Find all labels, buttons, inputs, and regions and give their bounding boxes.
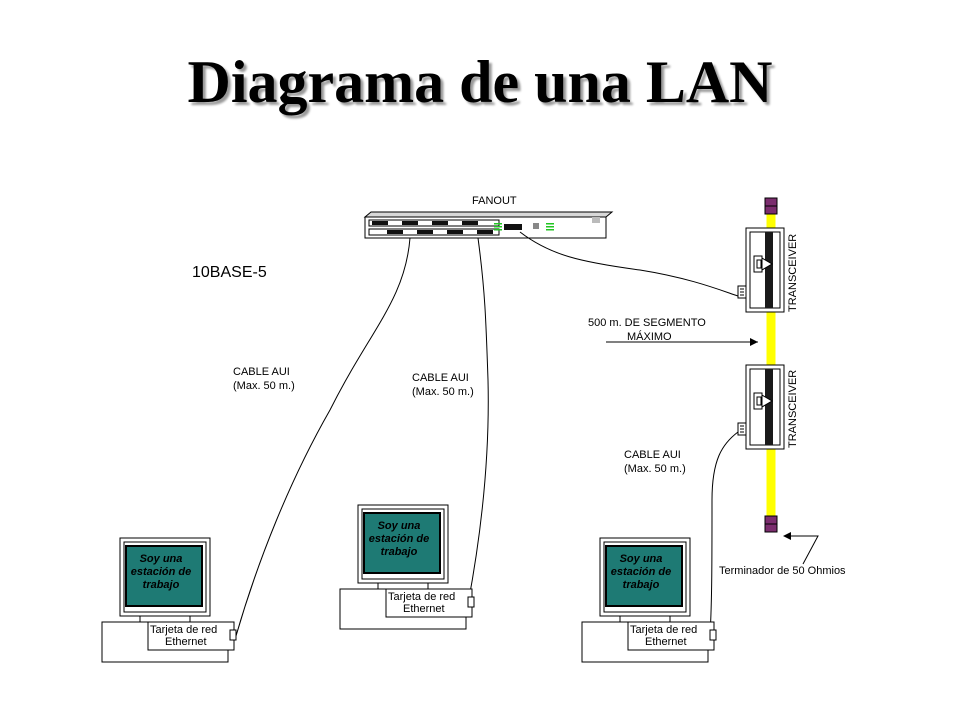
segment-label-line1: 500 m. DE SEGMENTO [588,317,706,329]
workstation-right: Soy una estación de trabajo Tarjeta de r… [573,537,717,663]
fanout-unit [363,211,614,239]
segment-arrow [606,338,758,346]
cable-label-left-line2: (Max. 50 m.) [233,380,295,392]
screen-line-2: estación de [369,533,430,545]
terminator-top [764,197,778,215]
cable-label-middle-line2: (Max. 50 m.) [412,386,474,398]
nic-label-line2: Ethernet [403,603,445,615]
transceiver-bottom-label: TRANSCEIVER [787,370,799,448]
aui-cable-middle [467,237,489,605]
screen-line-2: estación de [611,566,672,578]
cable-label-right-line1: CABLE AUI [624,449,681,461]
segment-label-line2: MÁXIMO [627,330,672,343]
nic-label-line1: Tarjeta de red [150,624,217,636]
aui-cable-top-transceiver [519,231,739,297]
screen-line-3: trabajo [381,546,418,558]
terminator-label: Terminador de 50 Ohmios [719,565,846,577]
nic-label-line2: Ethernet [165,636,207,648]
screen-line-2: estación de [131,566,192,578]
cable-label-left-line1: CABLE AUI [233,366,290,378]
fanout-port [504,224,522,230]
aui-cable-left [235,237,411,637]
screen-line-3: trabajo [623,579,660,591]
cable-label-right-line2: (Max. 50 m.) [624,463,686,475]
transceiver-top [737,227,785,313]
aui-cable-bottom-transceiver [709,431,739,637]
terminator-pointer [783,532,819,565]
screen-line-3: trabajo [143,579,180,591]
cable-label-middle-line1: CABLE AUI [412,372,469,384]
nic-card [385,588,473,618]
standard-label: 10BASE-5 [192,264,267,281]
terminator-bottom [764,515,778,533]
fanout-label: FANOUT [472,195,517,207]
nic-label-line2: Ethernet [645,636,687,648]
nic-label-line1: Tarjeta de red [630,624,697,636]
screen-line-1: Soy una [378,520,421,532]
page-title: Diagrama de una LAN [187,49,773,115]
transceiver-top-label: TRANSCEIVER [787,234,799,312]
screen-line-1: Soy una [620,553,663,565]
workstation-left: Soy una estación de trabajo Tarjeta de r… [93,537,237,663]
nic-label-line1: Tarjeta de red [388,591,455,603]
screen-line-1: Soy una [140,553,183,565]
workstation-middle: Soy una estación de trabajo Tarjeta de r… [331,504,475,630]
transceiver-bottom [737,364,785,450]
